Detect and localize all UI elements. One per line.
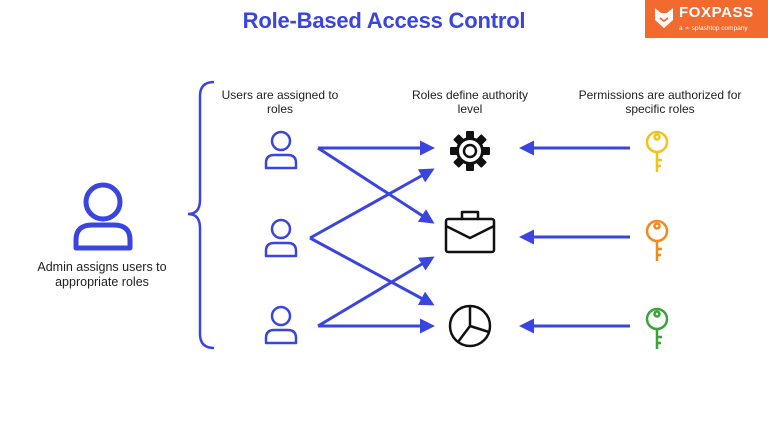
fox-icon	[655, 8, 673, 28]
diagram-title: Role-Based Access Control	[242, 8, 526, 33]
briefcase-icon	[444, 210, 496, 254]
arrow-user2-gear	[309, 168, 435, 240]
gear-icon	[450, 131, 490, 171]
key-icon	[645, 130, 669, 172]
logo-tagline: a ≁ splashtop company	[679, 25, 748, 32]
logo-wordmark: FOXPASS	[679, 4, 754, 21]
key-icon	[645, 307, 669, 349]
admin-label: Admin assigns users to appropriate roles	[37, 260, 167, 289]
user-icon	[264, 218, 298, 258]
grouping-brace	[187, 80, 215, 350]
permissions-column-label: Permissions are authorized for specific …	[578, 88, 742, 116]
pie-chart-icon	[448, 304, 492, 348]
arrow-user1-briefcase	[317, 146, 435, 224]
key-icon	[645, 219, 669, 261]
users-column-label: Users are assigned to roles	[221, 88, 339, 116]
foxpass-logo[interactable]: FOXPASS a ≁ splashtop company	[645, 0, 768, 38]
roles-column-label: Roles define authority level	[411, 88, 529, 116]
arrow-user3-briefcase	[317, 256, 435, 328]
arrow-user2-pie	[309, 236, 435, 306]
user-icon	[264, 130, 298, 170]
admin-user-icon	[73, 182, 133, 251]
user-icon	[264, 305, 298, 345]
